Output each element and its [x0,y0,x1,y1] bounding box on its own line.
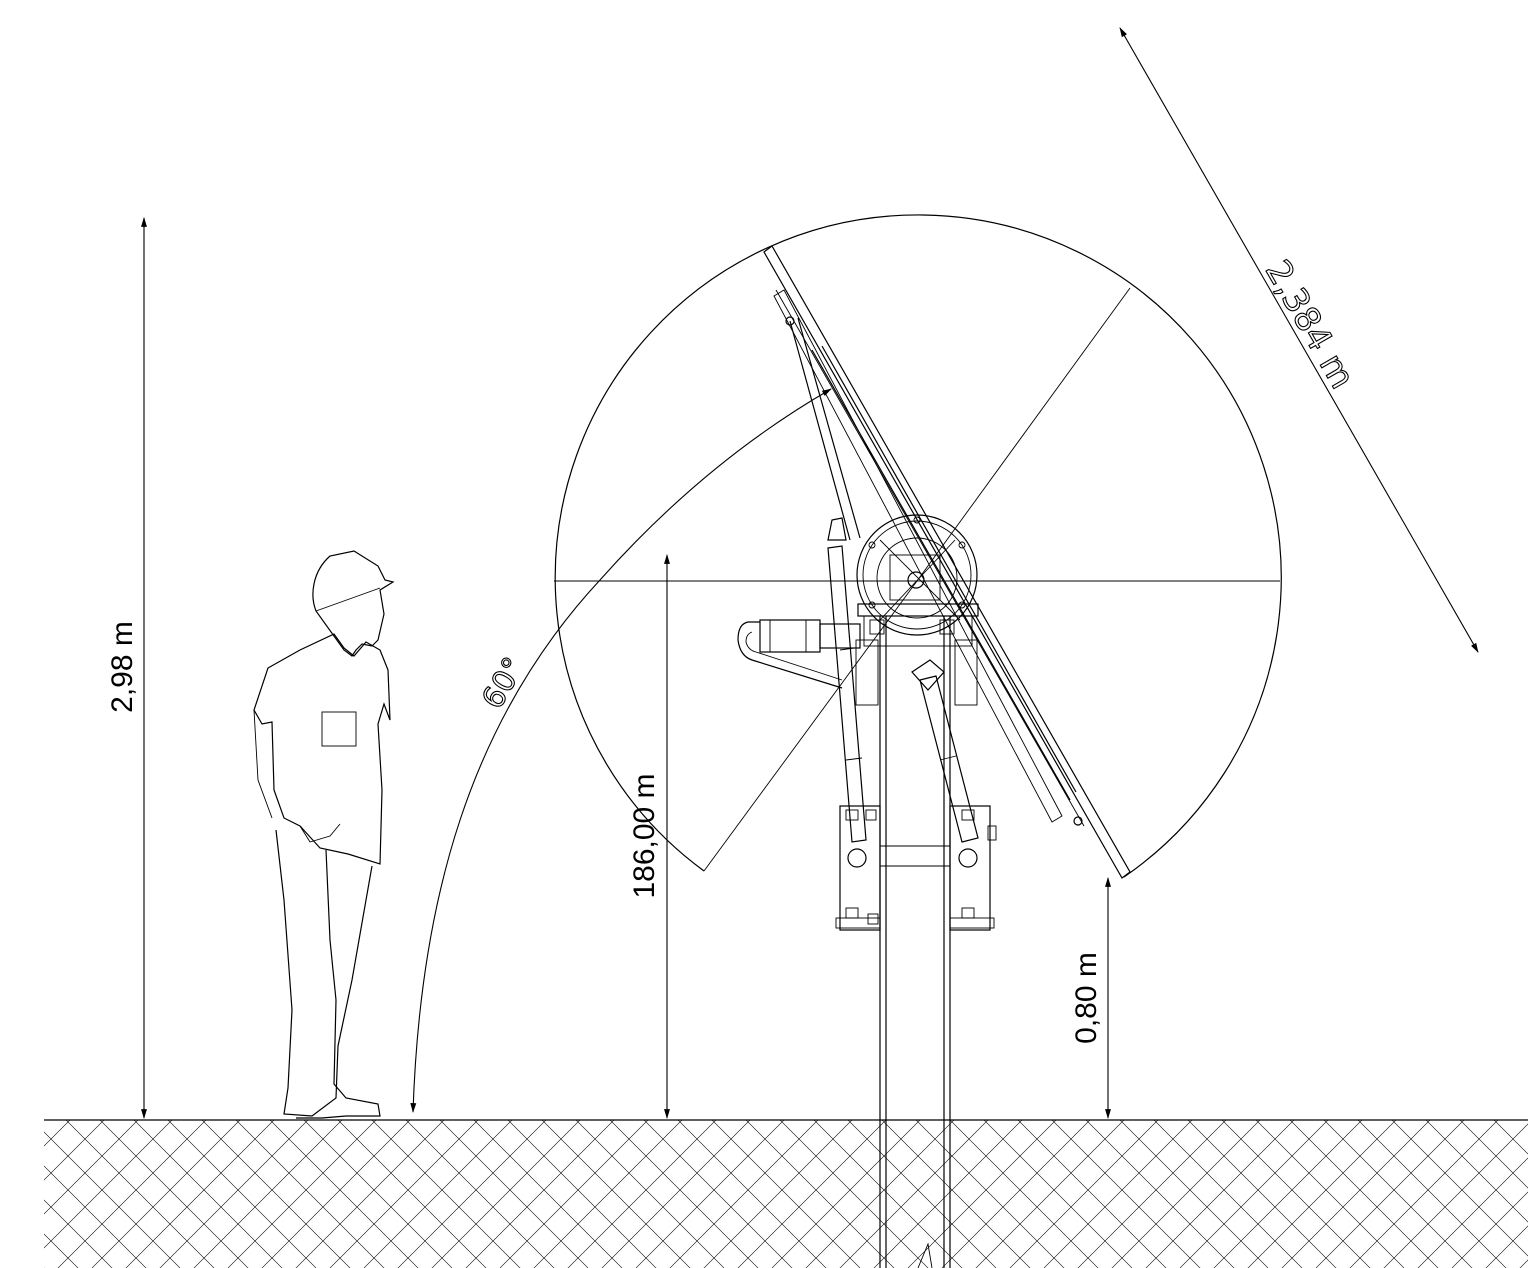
tilt-angle-label: 60° [475,651,532,715]
mount-assembly [855,603,979,706]
linear-actuator [737,619,861,689]
rotation-envelope [554,214,1282,878]
pivot-height-label: 186,00 m [628,773,661,898]
solar-panel [763,245,1131,879]
dimension-lines [141,27,1479,1119]
panel-length-label: 2,384 m [1257,253,1362,395]
post-clamps [835,805,997,931]
rotation-hub [856,514,978,636]
ground [44,1119,1528,1268]
human-figure [253,550,395,1119]
damper-left [827,517,867,868]
ground-clearance-label: 0,80 m [1070,952,1103,1044]
tilt-angle-dimension [410,388,832,1113]
damper-right [911,659,979,868]
support-post [879,616,951,1268]
total-height-label: 2,98 m [106,621,139,713]
